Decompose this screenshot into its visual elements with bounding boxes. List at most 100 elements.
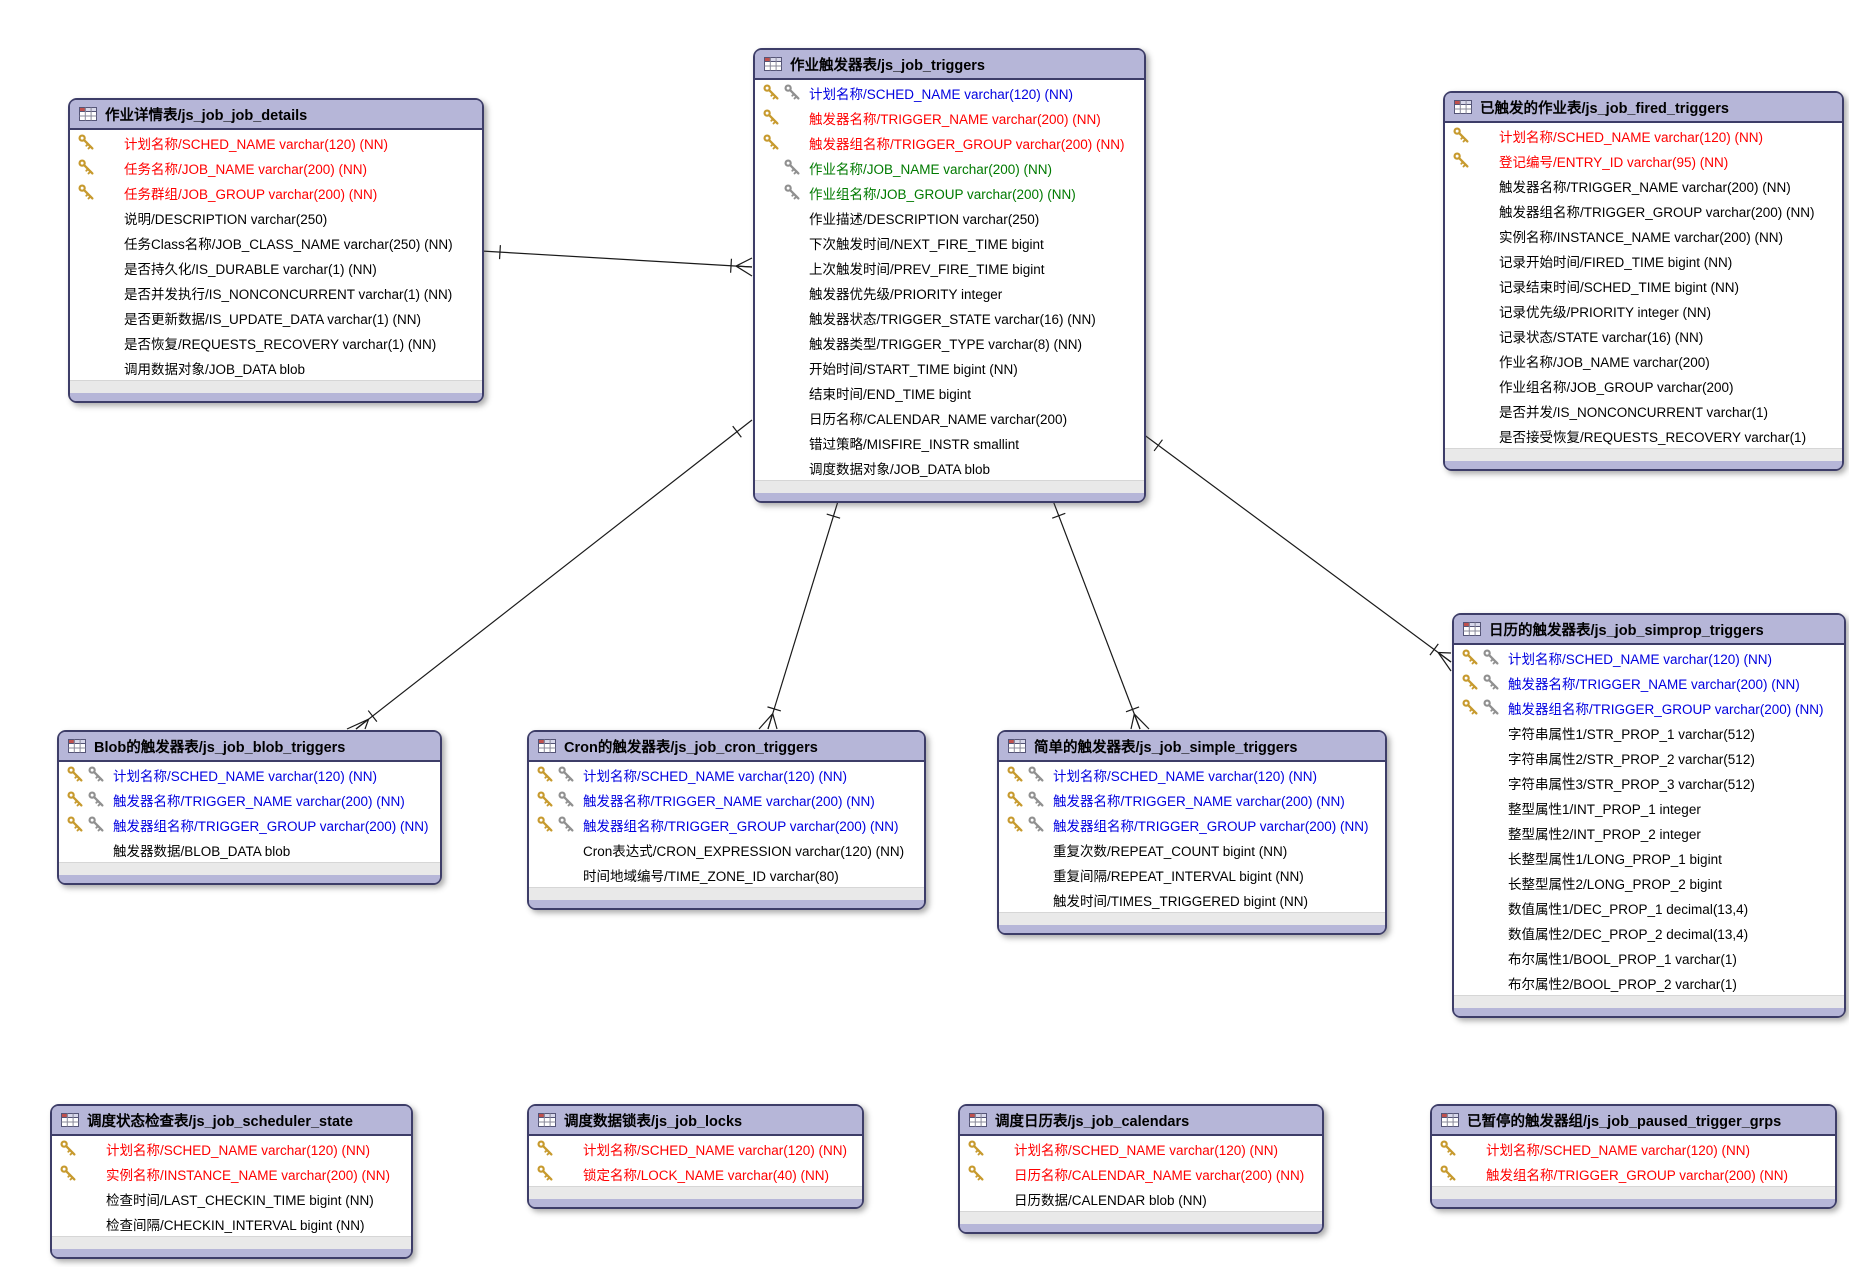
column-row[interactable]: 说明/DESCRIPTION varchar(250)	[70, 205, 482, 230]
column-row[interactable]: 是否恢复/REQUESTS_RECOVERY varchar(1) (NN)	[70, 330, 482, 355]
column-row[interactable]: 触发器组名称/TRIGGER_GROUP varchar(200) (NN)	[1445, 198, 1842, 223]
column-row[interactable]: 下次触发时间/NEXT_FIRE_TIME bigint	[755, 230, 1144, 255]
column-row[interactable]: 是否并发/IS_NONCONCURRENT varchar(1)	[1445, 398, 1842, 423]
column-row[interactable]: 记录优先级/PRIORITY integer (NN)	[1445, 298, 1842, 323]
table-header[interactable]: 作业详情表/js_job_job_details	[70, 100, 482, 130]
column-row[interactable]: 日历数据/CALENDAR blob (NN)	[960, 1186, 1322, 1211]
table-header[interactable]: 已触发的作业表/js_job_fired_triggers	[1445, 93, 1842, 123]
column-row[interactable]: 是否持久化/IS_DURABLE varchar(1) (NN)	[70, 255, 482, 280]
column-row[interactable]: 登记编号/ENTRY_ID varchar(95) (NN)	[1445, 148, 1842, 173]
column-row[interactable]: 字符串属性1/STR_PROP_1 varchar(512)	[1454, 720, 1844, 745]
column-row[interactable]: 任务Class名称/JOB_CLASS_NAME varchar(250) (N…	[70, 230, 482, 255]
column-row[interactable]: 是否更新数据/IS_UPDATE_DATA varchar(1) (NN)	[70, 305, 482, 330]
column-row[interactable]: 触发器组名称/TRIGGER_GROUP varchar(200) (NN)	[755, 130, 1144, 155]
column-row[interactable]: 布尔属性2/BOOL_PROP_2 varchar(1)	[1454, 970, 1844, 995]
column-row[interactable]: 触发器数据/BLOB_DATA blob	[59, 837, 440, 862]
column-row[interactable]: 结束时间/END_TIME bigint	[755, 380, 1144, 405]
column-row[interactable]: 触发器名称/TRIGGER_NAME varchar(200) (NN)	[59, 787, 440, 812]
column-row[interactable]: 触发器名称/TRIGGER_NAME varchar(200) (NN)	[1454, 670, 1844, 695]
column-row[interactable]: 记录结束时间/SCHED_TIME bigint (NN)	[1445, 273, 1842, 298]
column-row[interactable]: 计划名称/SCHED_NAME varchar(120) (NN)	[70, 130, 482, 155]
column-row[interactable]: 作业描述/DESCRIPTION varchar(250)	[755, 205, 1144, 230]
table-header[interactable]: 调度状态检查表/js_job_scheduler_state	[52, 1106, 411, 1136]
table-header[interactable]: Blob的触发器表/js_job_blob_triggers	[59, 732, 440, 762]
table-header[interactable]: 简单的触发器表/js_job_simple_triggers	[999, 732, 1385, 762]
table-header[interactable]: 日历的触发器表/js_job_simprop_triggers	[1454, 615, 1844, 645]
table-header[interactable]: 作业触发器表/js_job_triggers	[755, 50, 1144, 80]
column-row[interactable]: 上次触发时间/PREV_FIRE_TIME bigint	[755, 255, 1144, 280]
table-header[interactable]: 调度日历表/js_job_calendars	[960, 1106, 1322, 1136]
column-row[interactable]: 锁定名称/LOCK_NAME varchar(40) (NN)	[529, 1161, 862, 1186]
table-header[interactable]: 调度数据锁表/js_job_locks	[529, 1106, 862, 1136]
column-row[interactable]: 长整型属性1/LONG_PROP_1 bigint	[1454, 845, 1844, 870]
column-row[interactable]: 实例名称/INSTANCE_NAME varchar(200) (NN)	[1445, 223, 1842, 248]
column-row[interactable]: 触发器组名称/TRIGGER_GROUP varchar(200) (NN)	[1454, 695, 1844, 720]
column-row[interactable]: 计划名称/SCHED_NAME varchar(120) (NN)	[529, 1136, 862, 1161]
column-row[interactable]: 字符串属性3/STR_PROP_3 varchar(512)	[1454, 770, 1844, 795]
column-row[interactable]: 重复间隔/REPEAT_INTERVAL bigint (NN)	[999, 862, 1385, 887]
column-row[interactable]: 是否并发执行/IS_NONCONCURRENT varchar(1) (NN)	[70, 280, 482, 305]
column-row[interactable]: 计划名称/SCHED_NAME varchar(120) (NN)	[1445, 123, 1842, 148]
column-row[interactable]: 触发器优先级/PRIORITY integer	[755, 280, 1144, 305]
column-row[interactable]: 错过策略/MISFIRE_INSTR smallint	[755, 430, 1144, 455]
column-row[interactable]: 整型属性2/INT_PROP_2 integer	[1454, 820, 1844, 845]
column-row[interactable]: 检查间隔/CHECKIN_INTERVAL bigint (NN)	[52, 1211, 411, 1236]
column-row[interactable]: 任务名称/JOB_NAME varchar(200) (NN)	[70, 155, 482, 180]
table-header[interactable]: 已暂停的触发器组/js_job_paused_trigger_grps	[1432, 1106, 1835, 1136]
column-row[interactable]: 开始时间/START_TIME bigint (NN)	[755, 355, 1144, 380]
column-row[interactable]: 布尔属性1/BOOL_PROP_1 varchar(1)	[1454, 945, 1844, 970]
column-row[interactable]: 日历名称/CALENDAR_NAME varchar(200) (NN)	[960, 1161, 1322, 1186]
column-row[interactable]: 计划名称/SCHED_NAME varchar(120) (NN)	[1432, 1136, 1835, 1161]
column-row[interactable]: 任务群组/JOB_GROUP varchar(200) (NN)	[70, 180, 482, 205]
column-row[interactable]: 计划名称/SCHED_NAME varchar(120) (NN)	[59, 762, 440, 787]
column-row[interactable]: 时间地域编号/TIME_ZONE_ID varchar(80)	[529, 862, 924, 887]
column-row[interactable]: 实例名称/INSTANCE_NAME varchar(200) (NN)	[52, 1161, 411, 1186]
column-row[interactable]: 触发组名称/TRIGGER_GROUP varchar(200) (NN)	[1432, 1161, 1835, 1186]
column-row[interactable]: 触发器名称/TRIGGER_NAME varchar(200) (NN)	[1445, 173, 1842, 198]
column-row[interactable]: 作业组名称/JOB_GROUP varchar(200)	[1445, 373, 1842, 398]
column-row[interactable]: 触发器状态/TRIGGER_STATE varchar(16) (NN)	[755, 305, 1144, 330]
column-row[interactable]: Cron表达式/CRON_EXPRESSION varchar(120) (NN…	[529, 837, 924, 862]
column-row[interactable]: 是否接受恢复/REQUESTS_RECOVERY varchar(1)	[1445, 423, 1842, 448]
column-row[interactable]: 长整型属性2/LONG_PROP_2 bigint	[1454, 870, 1844, 895]
column-row[interactable]: 触发时间/TIMES_TRIGGERED bigint (NN)	[999, 887, 1385, 912]
column-row[interactable]: 调用数据对象/JOB_DATA blob	[70, 355, 482, 380]
column-row[interactable]: 计划名称/SCHED_NAME varchar(120) (NN)	[755, 80, 1144, 105]
column-row[interactable]: 触发器组名称/TRIGGER_GROUP varchar(200) (NN)	[59, 812, 440, 837]
column-row[interactable]: 触发器类型/TRIGGER_TYPE varchar(8) (NN)	[755, 330, 1144, 355]
column-row[interactable]: 记录开始时间/FIRED_TIME bigint (NN)	[1445, 248, 1842, 273]
column-row[interactable]: 计划名称/SCHED_NAME varchar(120) (NN)	[1454, 645, 1844, 670]
column-row[interactable]: 作业名称/JOB_NAME varchar(200) (NN)	[755, 155, 1144, 180]
column-row[interactable]: 触发器名称/TRIGGER_NAME varchar(200) (NN)	[755, 105, 1144, 130]
column-row[interactable]: 触发器组名称/TRIGGER_GROUP varchar(200) (NN)	[999, 812, 1385, 837]
column-row[interactable]: 重复次数/REPEAT_COUNT bigint (NN)	[999, 837, 1385, 862]
column-row[interactable]: 记录状态/STATE varchar(16) (NN)	[1445, 323, 1842, 348]
column-row[interactable]: 计划名称/SCHED_NAME varchar(120) (NN)	[52, 1136, 411, 1161]
column-row[interactable]: 字符串属性2/STR_PROP_2 varchar(512)	[1454, 745, 1844, 770]
column-row[interactable]: 作业组名称/JOB_GROUP varchar(200) (NN)	[755, 180, 1144, 205]
table-header[interactable]: Cron的触发器表/js_job_cron_triggers	[529, 732, 924, 762]
column-row[interactable]: 触发器名称/TRIGGER_NAME varchar(200) (NN)	[529, 787, 924, 812]
column-row[interactable]: 计划名称/SCHED_NAME varchar(120) (NN)	[529, 762, 924, 787]
column-row[interactable]: 整型属性1/INT_PROP_1 integer	[1454, 795, 1844, 820]
column-row[interactable]: 计划名称/SCHED_NAME varchar(120) (NN)	[999, 762, 1385, 787]
column-row[interactable]: 日历名称/CALENDAR_NAME varchar(200)	[755, 405, 1144, 430]
column-row[interactable]: 作业名称/JOB_NAME varchar(200)	[1445, 348, 1842, 373]
column-row[interactable]: 计划名称/SCHED_NAME varchar(120) (NN)	[960, 1136, 1322, 1161]
column-row[interactable]: 检查时间/LAST_CHECKIN_TIME bigint (NN)	[52, 1186, 411, 1211]
column-row[interactable]: 数值属性2/DEC_PROP_2 decimal(13,4)	[1454, 920, 1844, 945]
column-row[interactable]: 触发器组名称/TRIGGER_GROUP varchar(200) (NN)	[529, 812, 924, 837]
column-row[interactable]: 触发器名称/TRIGGER_NAME varchar(200) (NN)	[999, 787, 1385, 812]
column-row[interactable]: 数值属性1/DEC_PROP_1 decimal(13,4)	[1454, 895, 1844, 920]
